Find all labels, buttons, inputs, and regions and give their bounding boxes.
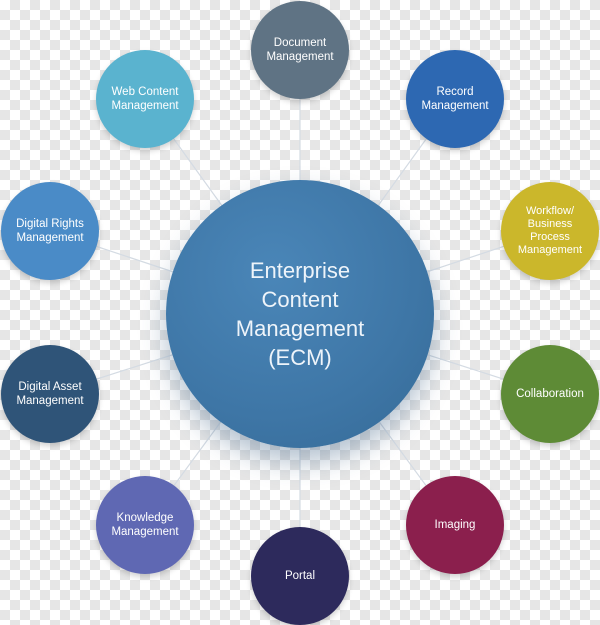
node-label: Document Management: [266, 37, 334, 63]
node-label: Imaging: [434, 519, 476, 531]
node-knowledge-management: Knowledge Management: [96, 476, 194, 574]
center-label: Enterprise Content Management (ECM): [235, 258, 365, 370]
node-document-management: Document Management: [251, 1, 349, 99]
node-label: Web Content Management: [111, 86, 179, 112]
node-imaging: Imaging: [406, 476, 504, 574]
node-label: Digital Rights Management: [16, 218, 84, 244]
node-portal: Portal: [251, 527, 349, 625]
node-workflow-business-process-management: Workflow/ Business Process Management: [501, 182, 599, 280]
node-label: Record Management: [421, 86, 489, 112]
node-digital-asset-management: Digital Asset Management: [1, 345, 99, 443]
node-label: Workflow/ Business Process Management: [517, 205, 583, 256]
center-ecm-node: Enterprise Content Management (ECM): [166, 180, 434, 448]
node-label: Collaboration: [516, 388, 584, 400]
node-label: Knowledge Management: [111, 512, 179, 538]
node-collaboration: Collaboration: [501, 345, 599, 443]
node-label: Digital Asset Management: [16, 381, 84, 407]
node-web-content-management: Web Content Management: [96, 50, 194, 148]
node-label: Portal: [284, 570, 316, 582]
node-record-management: Record Management: [406, 50, 504, 148]
node-digital-rights-management: Digital Rights Management: [1, 182, 99, 280]
